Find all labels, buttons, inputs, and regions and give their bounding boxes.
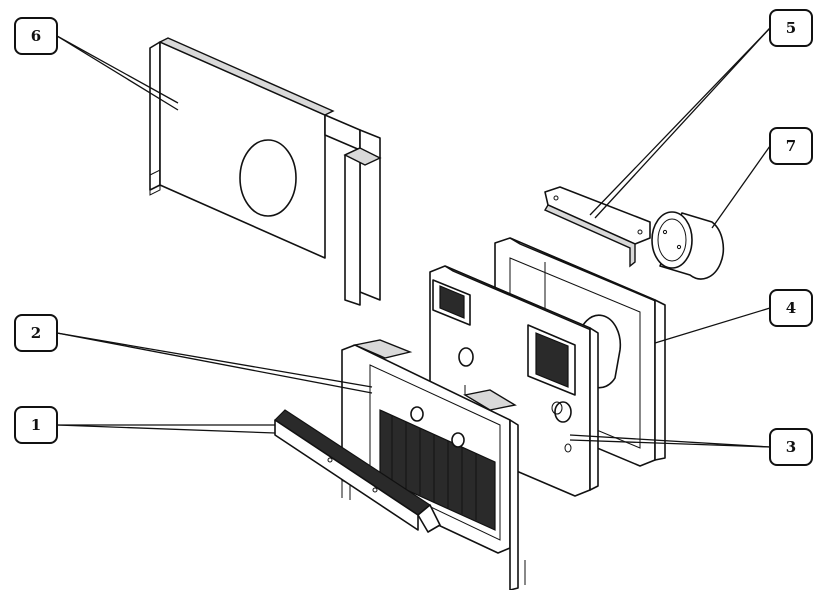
leader-3 <box>569 434 771 448</box>
callout-7: 7 <box>769 127 813 165</box>
callout-7-label: 7 <box>786 137 796 155</box>
part-6-hole <box>239 139 297 217</box>
chassis-fins <box>391 415 477 520</box>
leader-6b <box>56 35 179 111</box>
leader-4 <box>654 307 771 344</box>
part-5-bar-bracket <box>543 186 651 268</box>
leader-5 <box>589 27 771 216</box>
part-1-front-grille <box>274 409 441 533</box>
leader-2b <box>56 332 373 394</box>
leader-5b <box>594 27 771 219</box>
callout-3: 3 <box>769 428 813 466</box>
callout-4: 4 <box>769 289 813 327</box>
callout-4-label: 4 <box>786 299 796 317</box>
leader-6 <box>56 35 179 104</box>
part-6-bracket-plate <box>149 37 382 306</box>
leader-3b <box>569 439 771 448</box>
part-7-cylinder-cap <box>651 211 725 280</box>
leader-2 <box>56 332 373 388</box>
callout-2-label: 2 <box>31 324 41 342</box>
callout-6-label: 6 <box>31 27 41 45</box>
leader-1 <box>56 424 276 434</box>
callout-3-label: 3 <box>786 438 796 456</box>
callout-1: 1 <box>14 406 58 444</box>
callout-1-label: 1 <box>31 416 41 434</box>
callout-5: 5 <box>769 9 813 47</box>
leader-7 <box>711 145 771 229</box>
callout-6: 6 <box>14 17 58 55</box>
callout-2: 2 <box>14 314 58 352</box>
callout-5-label: 5 <box>786 19 796 37</box>
